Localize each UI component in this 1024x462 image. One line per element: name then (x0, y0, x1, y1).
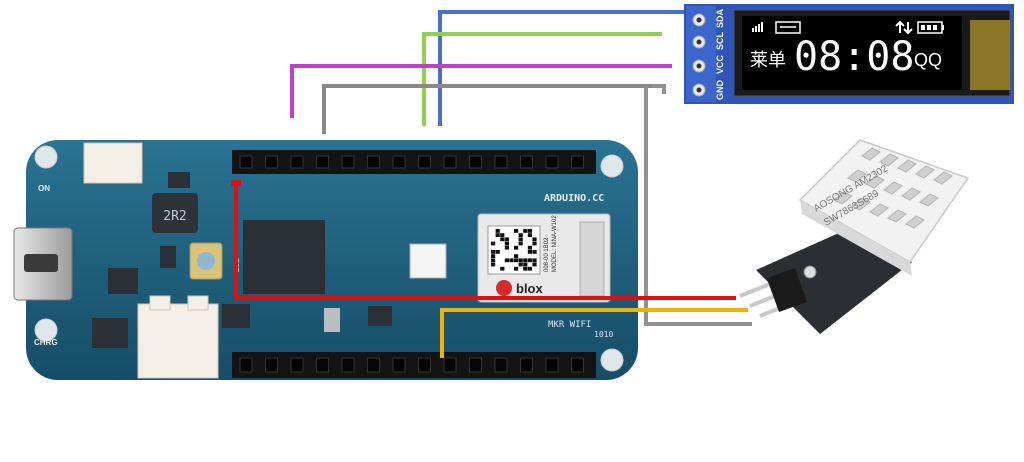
ublox-brand: blox (516, 281, 543, 296)
mcu-chip (243, 220, 325, 294)
sensor-vent (847, 169, 867, 183)
sensor-vent (865, 175, 885, 189)
header-pin (571, 357, 584, 373)
inductor (152, 193, 198, 233)
wire-sensor-gnd (644, 84, 752, 326)
pin-label-sda: SDA (715, 8, 725, 28)
header-pin (265, 155, 278, 169)
module-model: MODEL: NINA-W102 (552, 215, 558, 272)
header-pin (571, 155, 584, 169)
wire-scl (290, 64, 672, 118)
header-pin (392, 155, 406, 169)
sensor-vent (869, 203, 889, 217)
board-year-label: 1010 (594, 330, 613, 339)
header-pin (545, 155, 559, 169)
mounting-hole (34, 318, 58, 342)
sensor-vent (887, 209, 907, 223)
battery-icon (917, 21, 944, 34)
header-pin (494, 155, 508, 169)
wires (231, 10, 752, 358)
sensor-header-pins (739, 267, 808, 318)
small-chip (92, 318, 128, 348)
mounting-hole (600, 348, 624, 372)
mounting-hole (34, 145, 58, 169)
header-pin (494, 357, 508, 373)
header-top (232, 150, 596, 174)
arduino-board: 2R2 blox MODEL: NINA-W102 008-00 1B02 AR… (13, 140, 638, 380)
wire-vcc (422, 32, 662, 126)
header-bottom (232, 352, 596, 378)
usb-port (24, 254, 58, 272)
oled-screen (742, 16, 962, 90)
small-chip (368, 306, 392, 326)
crystal (324, 308, 340, 332)
sensor-vent (879, 153, 899, 167)
header-pin (469, 357, 482, 373)
wire-sensor-vcc (234, 184, 736, 300)
dht22-sensor: AOSONG AM2302 SW7863S689 (739, 139, 970, 334)
header-pin (290, 155, 304, 169)
wire-gnd (322, 84, 652, 134)
header-pin (290, 357, 304, 373)
oled-display: GND VCC SCL SDA 莱单 08:08 QQ (684, 4, 1014, 104)
message-icon (775, 21, 801, 34)
header-pin (265, 357, 278, 373)
oled-time: 08:08 (794, 34, 914, 80)
header-pin (316, 155, 329, 169)
small-chip (222, 304, 250, 328)
oled-right-text: QQ (914, 50, 942, 70)
board-model-label: MKR WIFI (548, 320, 591, 330)
sensor-vent (897, 159, 917, 173)
on-label: ON (38, 184, 50, 193)
pin-label-vcc: VCC (715, 54, 725, 74)
sensor-vent (883, 181, 903, 195)
header-pin (443, 357, 457, 373)
chrg-label: CHRG (34, 338, 58, 347)
sensor-vent (833, 191, 853, 205)
header-pin (239, 155, 253, 169)
header-pin (316, 357, 329, 373)
header-pin (418, 155, 431, 169)
oled-left-text: 莱单 (750, 50, 786, 71)
header-pin (520, 155, 533, 169)
header-pin (520, 357, 533, 373)
header-pin (341, 155, 355, 169)
sensor-vents (833, 147, 953, 229)
sensor-vent (933, 171, 953, 185)
header-pin (418, 357, 431, 373)
header-pin (545, 357, 559, 373)
sensor-vent (919, 193, 939, 207)
header-pin (341, 357, 355, 373)
mounting-hole (600, 154, 624, 178)
sensor-vent (861, 147, 881, 161)
module-code: 008-00 1B02 (544, 237, 550, 272)
sensor-vent (851, 197, 871, 211)
board-brand-label: ARDUINO.CC (544, 193, 604, 204)
header-pin (392, 357, 406, 373)
pin-label-gnd: GND (715, 80, 725, 101)
sensor-vent (905, 215, 925, 229)
jst-connector-top (83, 142, 143, 184)
sensor-vent (915, 165, 935, 179)
sensor-vent (901, 187, 921, 201)
header-pin (239, 357, 253, 373)
header-pin (367, 155, 380, 169)
led (409, 243, 447, 279)
battery-connector (137, 303, 219, 379)
pin-label-scl: SCL (715, 31, 725, 50)
sensor-pcb (756, 228, 912, 334)
wire-sensor-data (440, 308, 748, 358)
transfer-arrows-icon (895, 20, 913, 35)
header-pin (469, 155, 482, 169)
inductor-label: 2R2 (163, 209, 186, 224)
header-pin (443, 155, 457, 169)
header-pin (367, 357, 380, 373)
signal-icon (752, 22, 763, 32)
